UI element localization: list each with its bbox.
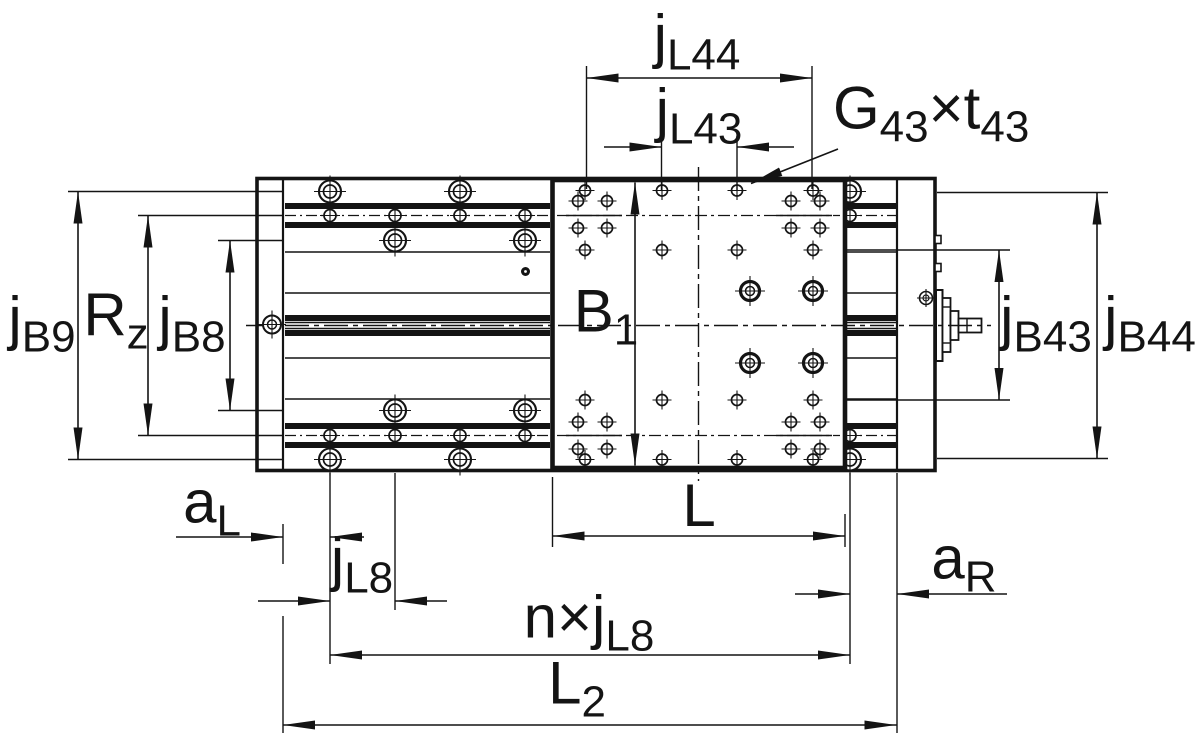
hole <box>379 394 411 427</box>
hole <box>509 224 541 257</box>
hole <box>810 412 830 432</box>
centerlines <box>246 167 991 481</box>
hole <box>444 443 476 476</box>
dim-label-al: aL <box>183 468 241 546</box>
dim-label-nxjl8: n×jL8 <box>523 583 655 661</box>
hole <box>444 175 476 208</box>
hole <box>652 240 672 260</box>
dim-label-rz: Rz <box>83 281 149 359</box>
dim-label-ar: aR <box>931 524 997 602</box>
hole <box>845 443 866 476</box>
hole <box>314 175 346 208</box>
hole <box>597 439 617 459</box>
hole <box>727 450 747 469</box>
hole <box>515 205 535 226</box>
hole <box>781 439 801 459</box>
hole <box>845 175 866 208</box>
hole <box>385 425 405 446</box>
leader-g43xt43 <box>750 148 839 185</box>
dimension-lines <box>68 66 1108 733</box>
hole <box>515 425 535 446</box>
hole <box>597 191 617 211</box>
hole <box>798 348 828 378</box>
dim-l2 <box>282 616 897 733</box>
hole <box>735 348 765 378</box>
hole <box>450 205 470 226</box>
dim-label-l2: L2 <box>548 649 606 727</box>
dim-jb9 <box>68 190 283 461</box>
hole <box>803 450 823 469</box>
dim-jb44 <box>937 191 1108 460</box>
dim-label-jb9: jB9 <box>8 284 76 362</box>
hole <box>320 205 340 226</box>
hole <box>803 390 823 410</box>
dim-jb8 <box>218 239 283 412</box>
hole <box>810 218 830 238</box>
dim-label-b1: B1 <box>573 277 639 355</box>
hole <box>385 205 405 226</box>
hole <box>568 218 588 238</box>
hole <box>568 191 588 211</box>
hole <box>810 439 830 459</box>
hole <box>575 450 595 469</box>
reference-dot <box>521 267 530 276</box>
hole <box>781 218 801 238</box>
dim-label-jl8: jL8 <box>330 525 394 603</box>
dim-label-jb8: jB8 <box>158 284 226 362</box>
dim-label-g43xt43: G43×t43 <box>833 74 1030 152</box>
dim-label-jb43: jB43 <box>1000 284 1092 362</box>
misc-holes <box>258 267 935 339</box>
hole <box>781 191 801 211</box>
dim-jb43 <box>847 249 1010 401</box>
extension-columns <box>329 473 898 733</box>
dim-label-jb44: jB44 <box>1104 284 1196 362</box>
carriage-holes <box>568 181 830 469</box>
dim-al <box>176 524 364 564</box>
dim-label-jl44: jL44 <box>653 2 741 80</box>
dim-label-jl43: jL43 <box>655 76 743 154</box>
hole <box>575 240 595 260</box>
rail-mounting-holes-right <box>845 175 866 476</box>
hole <box>379 224 411 257</box>
dim-l <box>551 477 846 547</box>
dim-rz <box>138 214 283 437</box>
hole <box>258 310 286 339</box>
hole <box>803 181 823 200</box>
rail-mounting-holes <box>314 175 541 476</box>
hole <box>810 191 830 211</box>
rail-grooves <box>285 203 897 448</box>
hole <box>727 240 747 260</box>
hole <box>798 276 828 306</box>
hole <box>568 439 588 459</box>
hole <box>781 412 801 432</box>
hole <box>450 425 470 446</box>
hole <box>568 412 588 432</box>
hole <box>917 289 935 307</box>
hole <box>845 425 860 446</box>
hole <box>575 181 595 200</box>
hole <box>509 394 541 427</box>
hole <box>727 390 747 410</box>
hole <box>652 450 672 469</box>
hole <box>735 276 765 306</box>
hole <box>314 443 346 476</box>
hole <box>597 412 617 432</box>
dim-jl43 <box>604 136 794 190</box>
hole <box>575 390 595 410</box>
end-block-tabs <box>934 234 942 273</box>
dim-label-l: L <box>682 472 716 539</box>
dim-jl44 <box>585 66 813 189</box>
hole <box>320 425 340 446</box>
hole <box>652 390 672 410</box>
hole <box>845 205 860 226</box>
hole <box>803 240 823 260</box>
hole <box>597 218 617 238</box>
